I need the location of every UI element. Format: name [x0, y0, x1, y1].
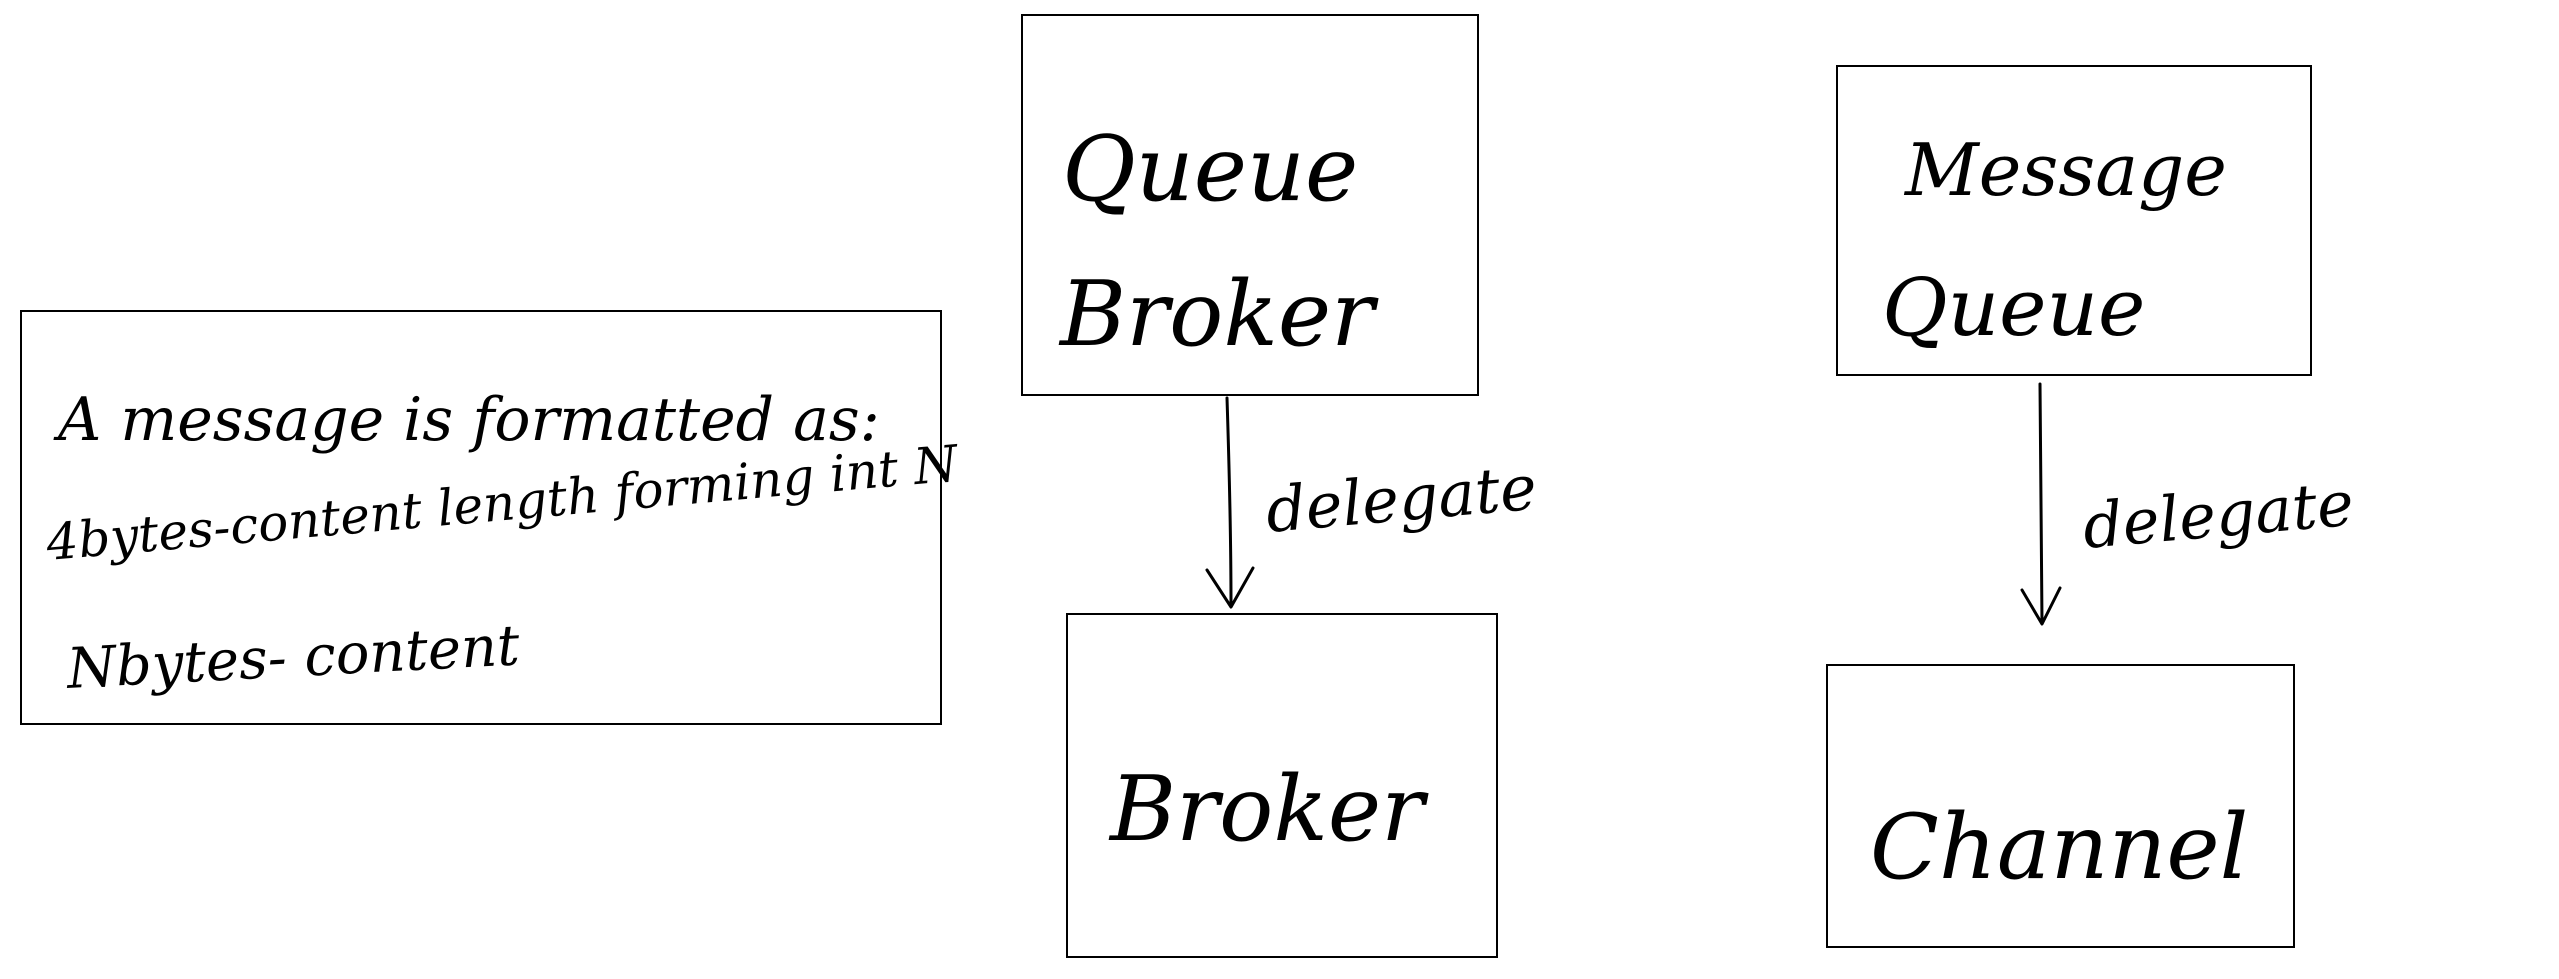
right-edge-label: delegate: [2080, 467, 2357, 563]
channel-node: Channel: [1826, 664, 2295, 948]
note-line-3: Nbytes- content: [63, 613, 521, 702]
channel-label: Channel: [1870, 795, 2248, 900]
broker-node: Broker: [1066, 613, 1498, 958]
left-edge-label: delegate: [1263, 451, 1540, 547]
message-queue-node: Message Queue: [1836, 65, 2312, 376]
note-box: A message is formatted as: 4bytes-conten…: [20, 310, 962, 725]
queue-broker-label-2: Broker: [1058, 262, 1379, 367]
note-line-1: A message is formatted as:: [53, 385, 880, 455]
message-queue-label-1: Message: [1903, 128, 2227, 212]
right-delegate-arrow: [2020, 382, 2062, 626]
queue-broker-node: Queue Broker: [1021, 14, 1479, 396]
left-delegate-arrow: [1205, 396, 1255, 609]
broker-label: Broker: [1108, 757, 1429, 862]
message-queue-label-2: Queue: [1882, 261, 2145, 354]
queue-broker-label-1: Queue: [1062, 117, 1358, 222]
